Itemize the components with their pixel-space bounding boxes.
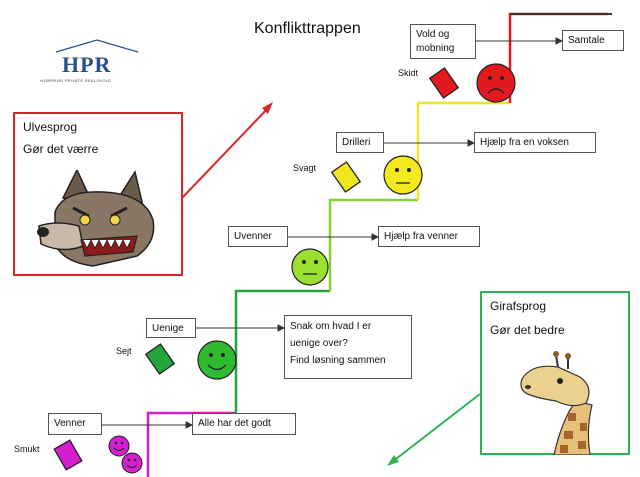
logo-subtitle: HJØRRING PRIVATE REALSKOLE: [40, 78, 112, 83]
action-venner: Alle har det godt: [192, 413, 296, 435]
card-icon-sejt: [144, 343, 176, 375]
word-skidt: Skidt: [398, 68, 419, 78]
action-uenige-line-3: Find løsning sammen: [290, 355, 386, 366]
smiley-face-venner-2: [121, 452, 143, 474]
arrowhead-drilleri: [467, 139, 476, 147]
logo-roof-icon: [55, 39, 139, 53]
wolf-arrow: [181, 105, 271, 199]
wolf-panel: Ulvesprog Gør det værre: [13, 112, 183, 276]
action-uenige: Snak om hvad I er uenige over? Find løsn…: [284, 315, 412, 379]
smiley-face-vold: [476, 63, 516, 103]
word-svagt: Svagt: [293, 163, 317, 173]
card-icon-skidt: [428, 67, 460, 99]
action-drilleri: Hjælp fra en voksen: [474, 132, 596, 153]
giraffe-arrowhead: [387, 455, 399, 466]
giraffe-illustration: [520, 351, 593, 455]
stair-segment-vold: [508, 12, 608, 103]
arrowhead-vold: [555, 37, 564, 45]
giraffe-panel-title: Girafsprog: [490, 299, 547, 313]
action-vold: Samtale: [562, 30, 624, 51]
arrowhead-uenige: [277, 324, 286, 332]
wolf-illustration: [37, 170, 155, 267]
step-label-drilleri: Drilleri: [336, 132, 384, 153]
logo-name: HPR: [62, 52, 112, 77]
action-uenige-line-1: Snak om hvad I er: [290, 321, 372, 332]
smiley-face-uvenner: [291, 248, 329, 286]
arrowhead-venner: [185, 421, 194, 429]
card-icon-svagt: [330, 161, 362, 193]
wolf-panel-title: Ulvesprog: [23, 120, 78, 134]
wolf-panel-text: Gør det værre: [23, 142, 99, 156]
stair-segment-uvenner: [328, 198, 418, 291]
giraffe-panel: Girafsprog Gør det bedre: [480, 291, 630, 455]
smiley-face-venner-1: [108, 435, 130, 457]
word-sejt: Sejt: [116, 346, 132, 356]
school-logo: HPR HJØRRING PRIVATE REALSKOLE: [38, 38, 156, 86]
smiley-face-uenige: [197, 340, 237, 380]
step-label-uenige: Uenige: [146, 318, 196, 338]
step-label-venner: Venner: [48, 413, 102, 435]
action-uvenner: Hjælp fra venner: [378, 226, 480, 247]
giraffe-arrow: [391, 393, 481, 463]
arrowhead-uvenner: [371, 233, 380, 241]
card-icon-smukt: [53, 439, 83, 471]
giraffe-panel-text: Gør det bedre: [490, 323, 565, 337]
smiley-face-drilleri: [383, 155, 423, 195]
word-smukt: Smukt: [14, 444, 40, 454]
step-label-vold-og-mobning: Vold og mobning: [410, 24, 476, 59]
action-uenige-line-2: uenige over?: [290, 338, 348, 349]
diagram-title: Konflikttrappen: [254, 20, 361, 37]
wolf-arrowhead: [262, 102, 273, 114]
stair-segment-uenige: [234, 289, 330, 413]
step-label-uvenner: Uvenner: [228, 226, 288, 247]
